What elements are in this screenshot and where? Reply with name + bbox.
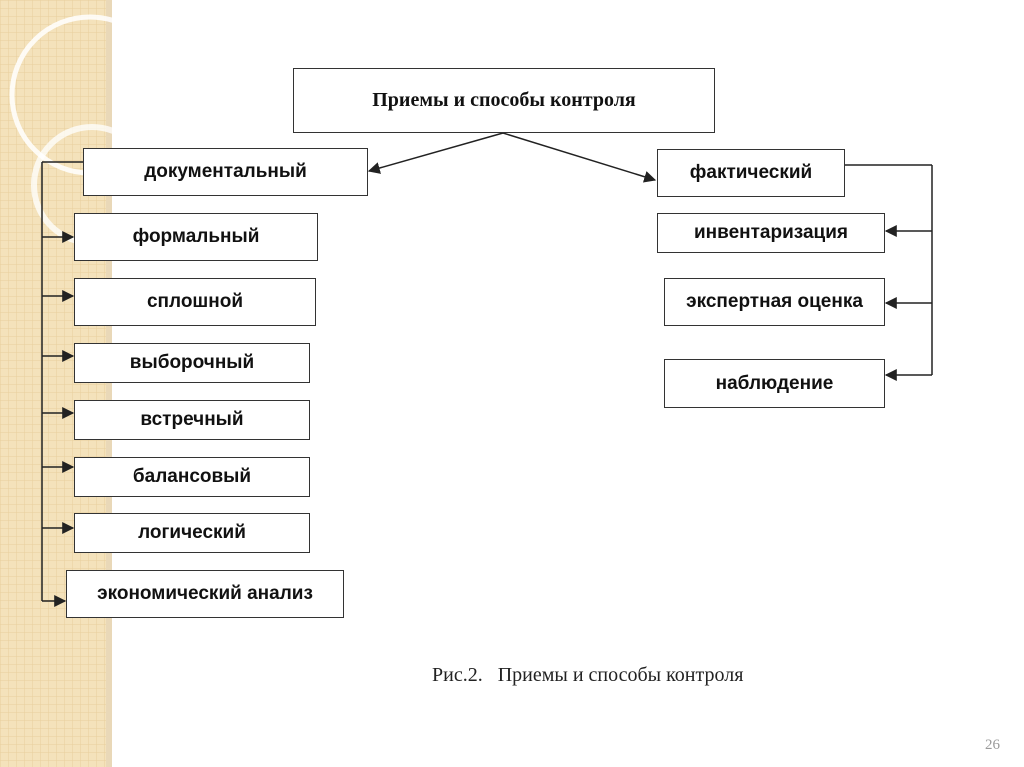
left-child-node: встречный xyxy=(74,400,310,440)
left-child-node: формальный xyxy=(74,213,318,261)
figure-caption: Рис.2. Приемы и способы контроля xyxy=(432,664,744,686)
left-child-node: сплошной xyxy=(74,278,316,326)
right-child-node: инвентаризация xyxy=(657,213,885,253)
left-child-node: экономический анализ xyxy=(66,570,344,618)
root-node: Приемы и способы контроля xyxy=(293,68,715,133)
left-branch-node: документальный xyxy=(83,148,368,196)
left-child-node: логический xyxy=(74,513,310,553)
left-child-node: выборочный xyxy=(74,343,310,383)
right-branch-node: фактический xyxy=(657,149,845,197)
slide-number: 26 xyxy=(985,737,1000,753)
right-child-node: экспертная оценка xyxy=(664,278,885,326)
left-child-node: балансовый xyxy=(74,457,310,497)
right-child-node: наблюдение xyxy=(664,359,885,408)
